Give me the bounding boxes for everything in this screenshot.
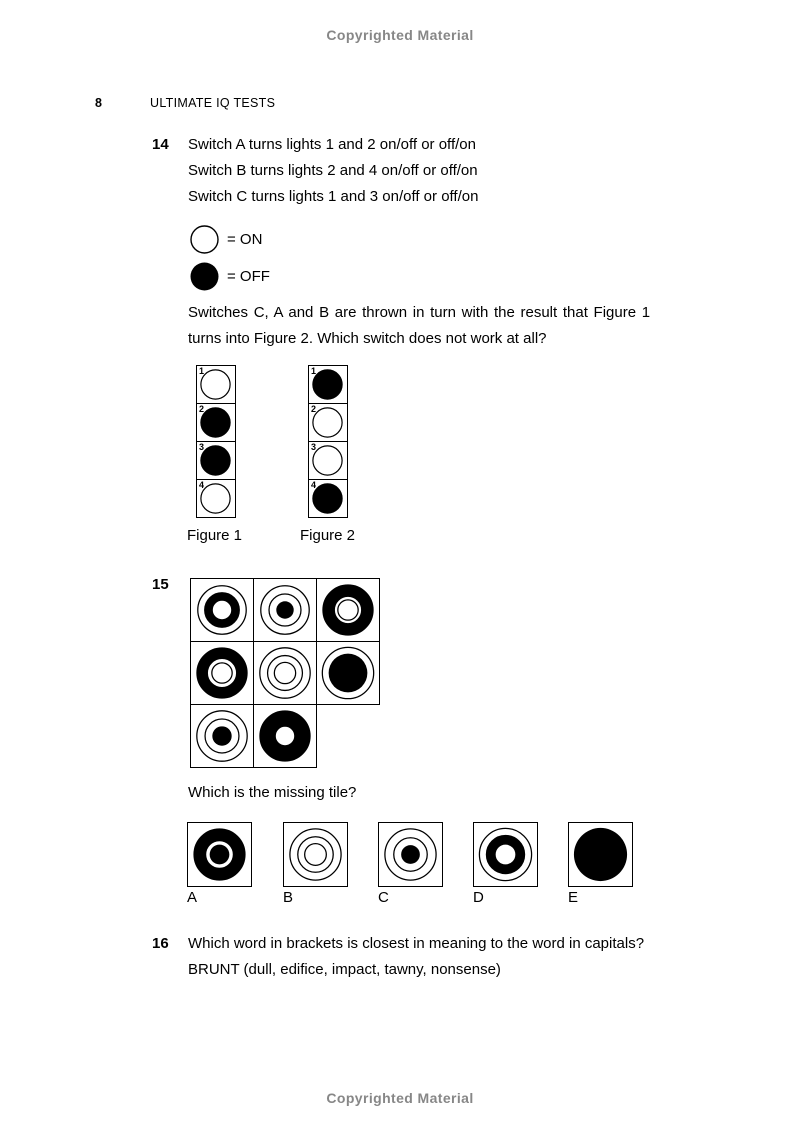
light-off-icon: [312, 369, 343, 400]
legend-off-label: = OFF: [227, 268, 270, 285]
light-number: 1: [199, 366, 205, 376]
answer-option-d: D: [473, 822, 538, 905]
grid-tile-r1c3: [316, 578, 380, 642]
concentric-circles-icon: [197, 585, 247, 635]
light-number: 4: [311, 480, 317, 490]
light-off-icon: [190, 262, 219, 291]
light-on-icon: [200, 369, 231, 400]
question-14-prompt: Switches C, A and B are thrown in turn w…: [188, 300, 650, 352]
tile-grid-row-3: [190, 704, 380, 768]
legend-item-on: = ON: [190, 225, 262, 254]
figure-1-light-4-on: 4: [197, 480, 235, 517]
page-number: 8: [95, 96, 102, 110]
light-on-icon: [190, 225, 219, 254]
option-a-tile: [187, 822, 252, 887]
grid-tile-r3c2: [253, 704, 317, 768]
concentric-circles-icon: [478, 827, 533, 882]
concentric-circles-icon: [259, 647, 311, 699]
figure-2-light-2-on: 2: [309, 404, 347, 442]
question-16-prompt: Which word in brackets is closest in mea…: [188, 935, 645, 952]
statement-switch-a: Switch A turns lights 1 and 2 on/off or …: [188, 136, 476, 153]
concentric-circles-icon: [321, 646, 375, 700]
question-15-prompt: Which is the missing tile?: [188, 784, 357, 801]
answer-option-b: B: [283, 822, 348, 905]
option-a-label: A: [187, 889, 198, 906]
light-on-icon: [312, 407, 343, 438]
light-off-icon: [200, 445, 231, 476]
concentric-circles-icon: [384, 828, 437, 881]
figure-1-light-2-off: 2: [197, 404, 235, 442]
legend-on-label: = ON: [227, 231, 263, 248]
tile-grid: [190, 578, 380, 768]
light-number: 3: [199, 442, 205, 452]
statement-switch-b: Switch B turns lights 2 and 4 on/off or …: [188, 162, 478, 179]
copyright-notice-top: Copyrighted Material: [326, 27, 474, 43]
concentric-circles-icon: [260, 585, 310, 635]
concentric-circles-icon: [322, 584, 374, 636]
light-number: 2: [199, 404, 205, 414]
question-15-number: 15: [152, 576, 169, 593]
concentric-circles-icon: [196, 647, 248, 699]
light-number: 4: [199, 480, 205, 490]
answer-option-e: E: [568, 822, 633, 905]
figure-1-light-1-on: 1: [197, 366, 235, 404]
option-b-label: B: [283, 889, 294, 906]
answer-option-a: A: [187, 822, 252, 905]
statement-switch-c: Switch C turns lights 1 and 3 on/off or …: [188, 188, 479, 205]
light-on-icon: [200, 483, 231, 514]
question-14-statements: Switch A turns lights 1 and 2 on/off or …: [188, 132, 478, 210]
prompt-line-1: Switches C, A and B are thrown in turn w…: [188, 304, 651, 321]
figure-1-light-strip: 1 2 3 4: [196, 365, 236, 518]
grid-tile-r2c3: [316, 641, 380, 705]
concentric-circles-icon: [193, 828, 246, 881]
concentric-circles-icon: [196, 710, 248, 762]
question-16-text: Which word in brackets is closest in mea…: [188, 931, 644, 983]
question-16-number: 16: [152, 935, 169, 952]
copyright-notice-bottom: Copyrighted Material: [326, 1090, 474, 1106]
option-d-tile: [473, 822, 538, 887]
tile-grid-row-2: [190, 641, 380, 705]
light-number: 1: [311, 366, 317, 376]
grid-tile-r3c1: [190, 704, 254, 768]
option-c-tile: [378, 822, 443, 887]
answer-option-c: C: [378, 822, 443, 905]
option-c-label: C: [378, 889, 389, 906]
figure-2-light-strip: 1 2 3 4: [308, 365, 348, 518]
grid-tile-r2c2: [253, 641, 317, 705]
concentric-circles-icon: [259, 710, 311, 762]
prompt-line-2: turns into Figure 2. Which switch does n…: [188, 330, 547, 347]
figure-2-caption: Figure 2: [300, 527, 356, 544]
light-on-icon: [312, 445, 343, 476]
question-16-item: BRUNT (dull, edifice, impact, tawny, non…: [188, 961, 501, 978]
figure-2-light-4-off: 4: [309, 480, 347, 517]
figure-2-light-1-off: 1: [309, 366, 347, 404]
concentric-circles-icon: [289, 828, 342, 881]
option-e-tile: [568, 822, 633, 887]
light-number: 2: [311, 404, 317, 414]
option-e-label: E: [568, 889, 579, 906]
option-d-label: D: [473, 889, 484, 906]
grid-tile-r1c2: [253, 578, 317, 642]
option-b-tile: [283, 822, 348, 887]
figure-2-light-3-on: 3: [309, 442, 347, 480]
running-header-title: ULTIMATE IQ TESTS: [150, 96, 276, 110]
legend-item-off: = OFF: [190, 262, 270, 291]
grid-tile-r1c1: [190, 578, 254, 642]
light-off-icon: [200, 407, 231, 438]
question-14-number: 14: [152, 136, 169, 153]
grid-tile-r2c1: [190, 641, 254, 705]
concentric-circles-icon: [573, 827, 628, 882]
light-off-icon: [312, 483, 343, 514]
tile-grid-row-1: [190, 578, 380, 642]
figure-1-light-3-off: 3: [197, 442, 235, 480]
figure-1-caption: Figure 1: [187, 527, 243, 544]
light-number: 3: [311, 442, 317, 452]
